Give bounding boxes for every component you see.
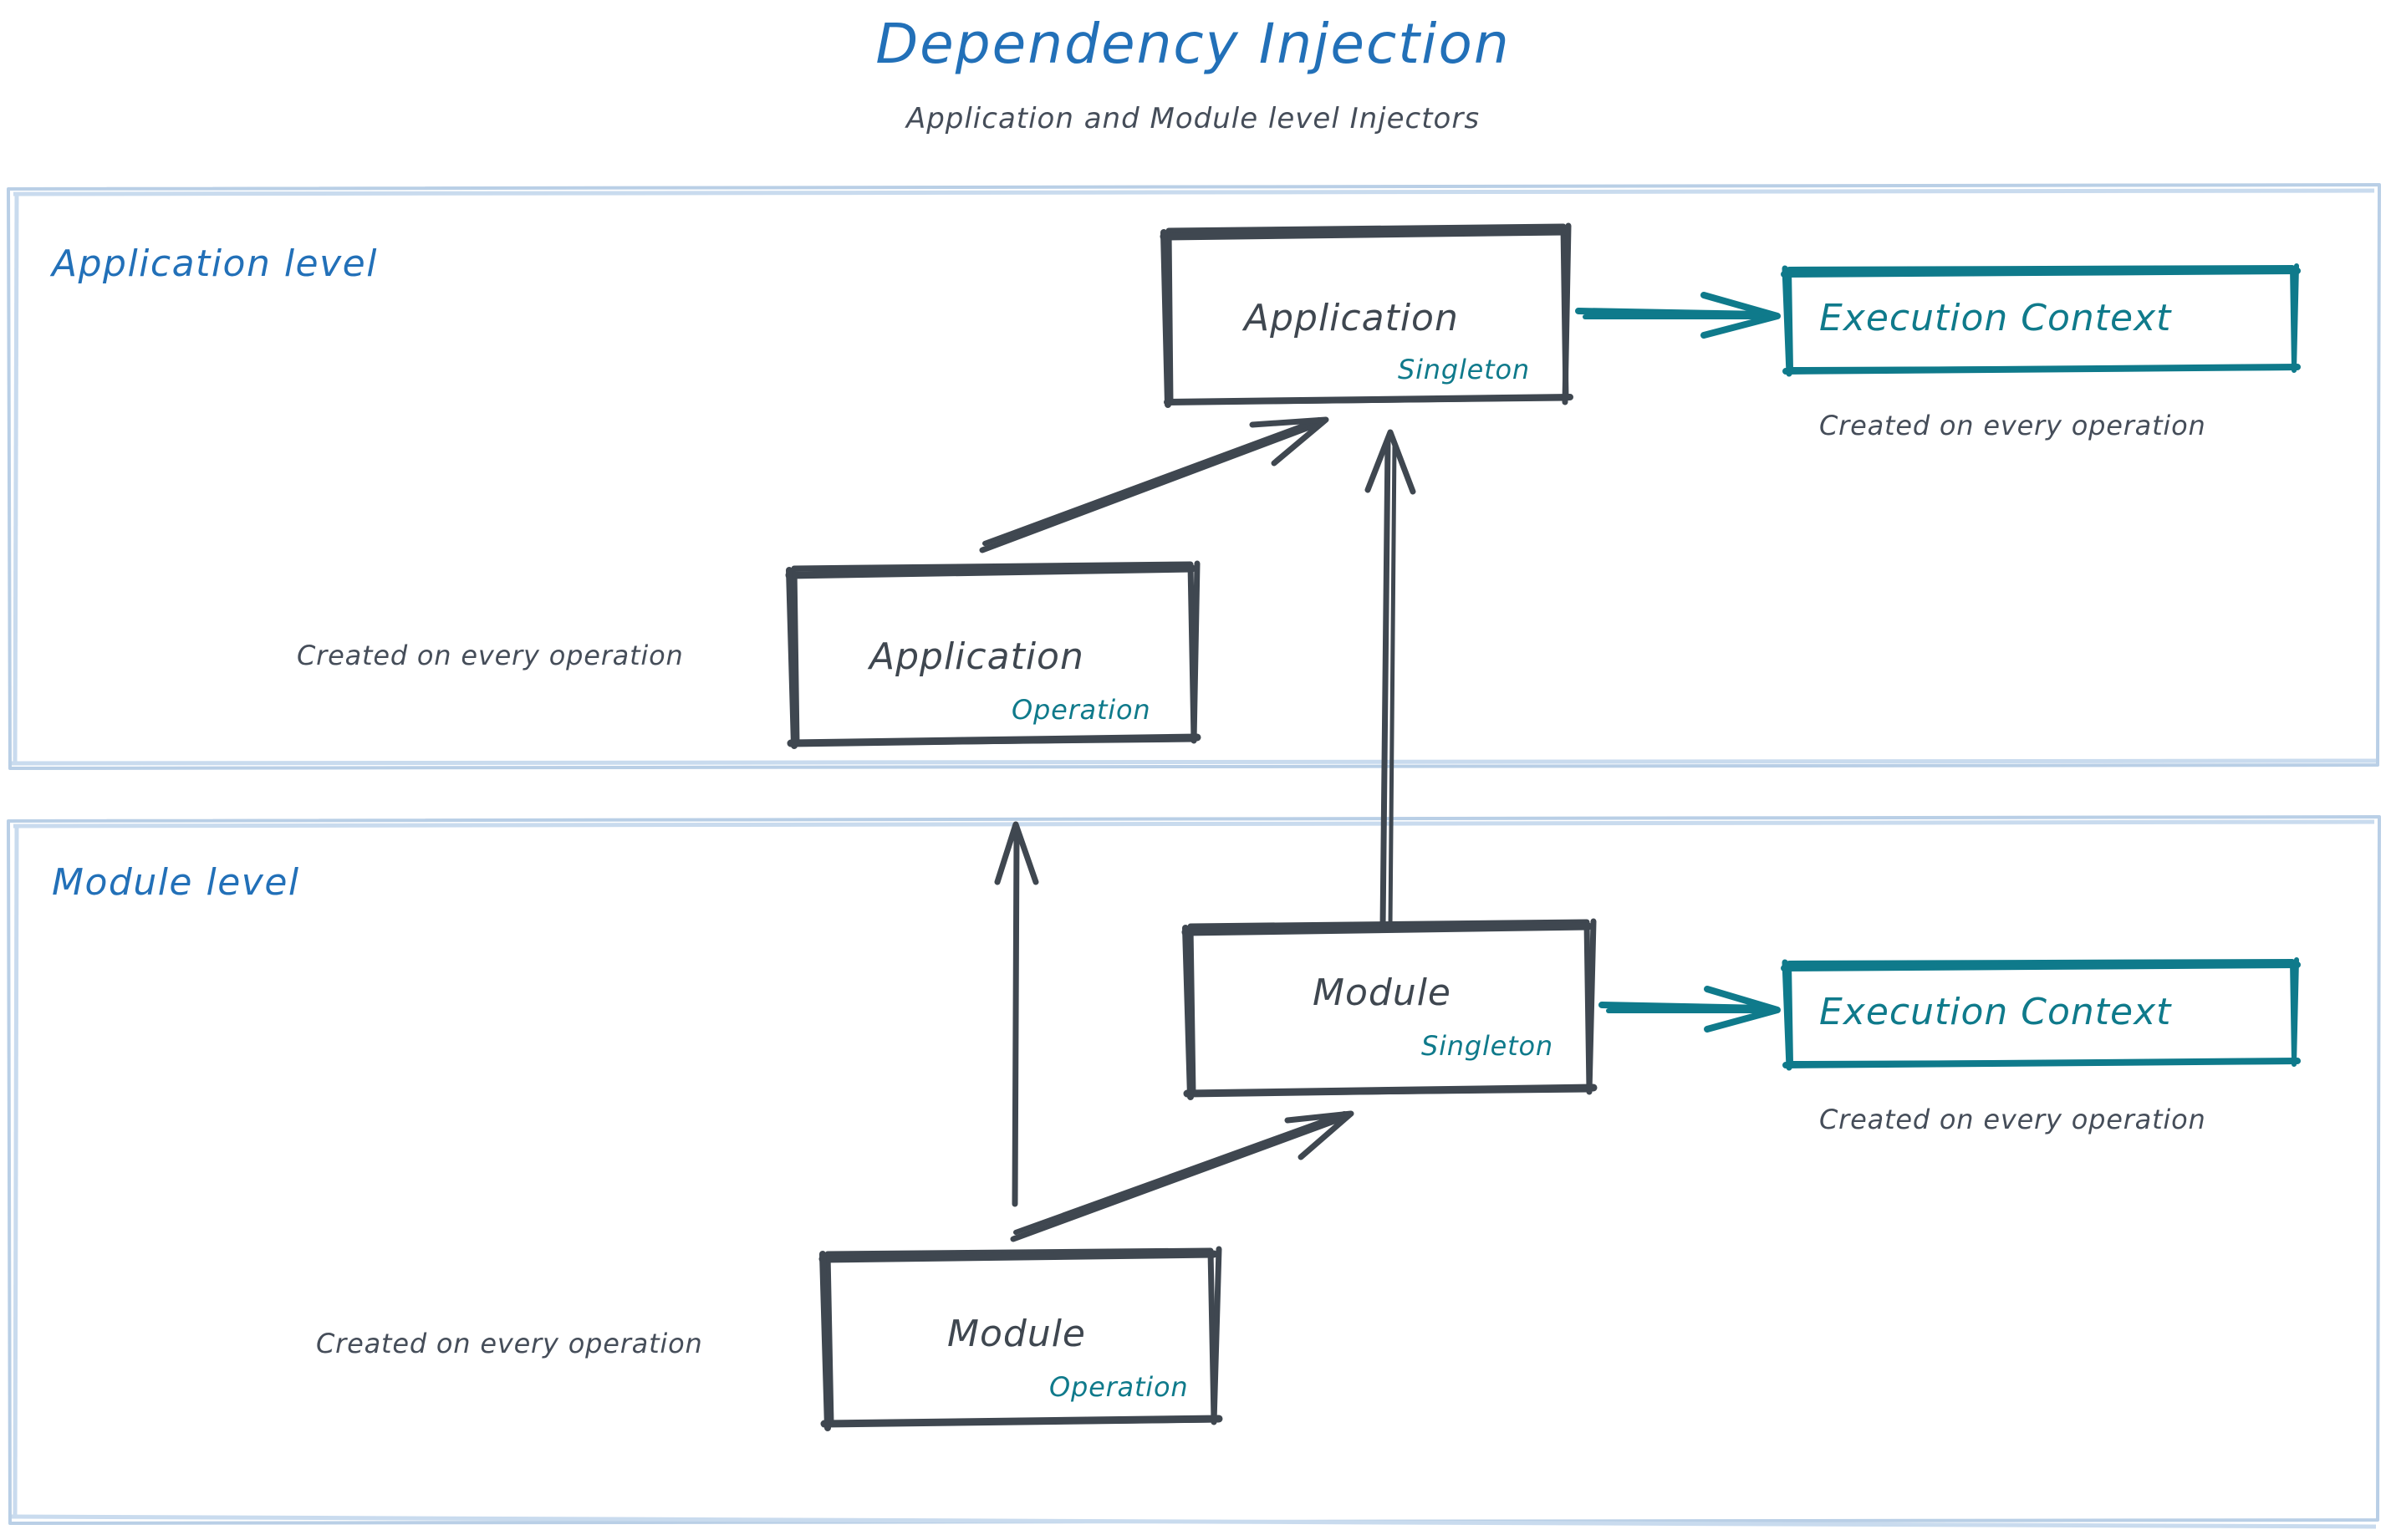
edge-module-singleton-to-app-singleton	[1364, 429, 1416, 931]
node-badge-application-singleton: Singleton	[1398, 354, 1530, 385]
note-application-operation: Created on every operation	[297, 640, 684, 671]
lane-label-module-level: Module level	[52, 861, 300, 904]
edge-module-operation-to-app-operation	[994, 821, 1039, 1207]
node-title-module-singleton: Module	[1313, 971, 1451, 1014]
edge-module-operation-to-module-singleton	[1010, 1110, 1354, 1242]
node-badge-application-operation: Operation	[1012, 694, 1151, 726]
page-title: Dependency Injection	[875, 12, 1511, 76]
page-subtitle: Application and Module level Injectors	[905, 102, 1481, 135]
node-title-application-operation: Application	[869, 635, 1084, 678]
edge-module-singleton-to-exec-context	[1598, 986, 1781, 1033]
node-title-module-operation: Module	[947, 1313, 1086, 1355]
note-execution-context-module: Created on every operation	[1819, 1104, 2206, 1135]
lane-label-application-level: Application level	[52, 242, 378, 285]
note-module-operation: Created on every operation	[316, 1328, 703, 1359]
edge-app-operation-to-app-singleton	[979, 416, 1329, 553]
edge-app-singleton-to-exec-context	[1575, 292, 1781, 339]
lane-module-level-frame	[7, 815, 2381, 1529]
node-title-execution-context-application: Execution Context	[1819, 297, 2172, 339]
node-title-application-singleton: Application	[1244, 297, 1459, 339]
node-badge-module-singleton: Singleton	[1421, 1030, 1553, 1062]
note-execution-context-application: Created on every operation	[1819, 410, 2206, 441]
node-badge-module-operation: Operation	[1049, 1371, 1189, 1403]
node-title-execution-context-module: Execution Context	[1819, 991, 2172, 1033]
